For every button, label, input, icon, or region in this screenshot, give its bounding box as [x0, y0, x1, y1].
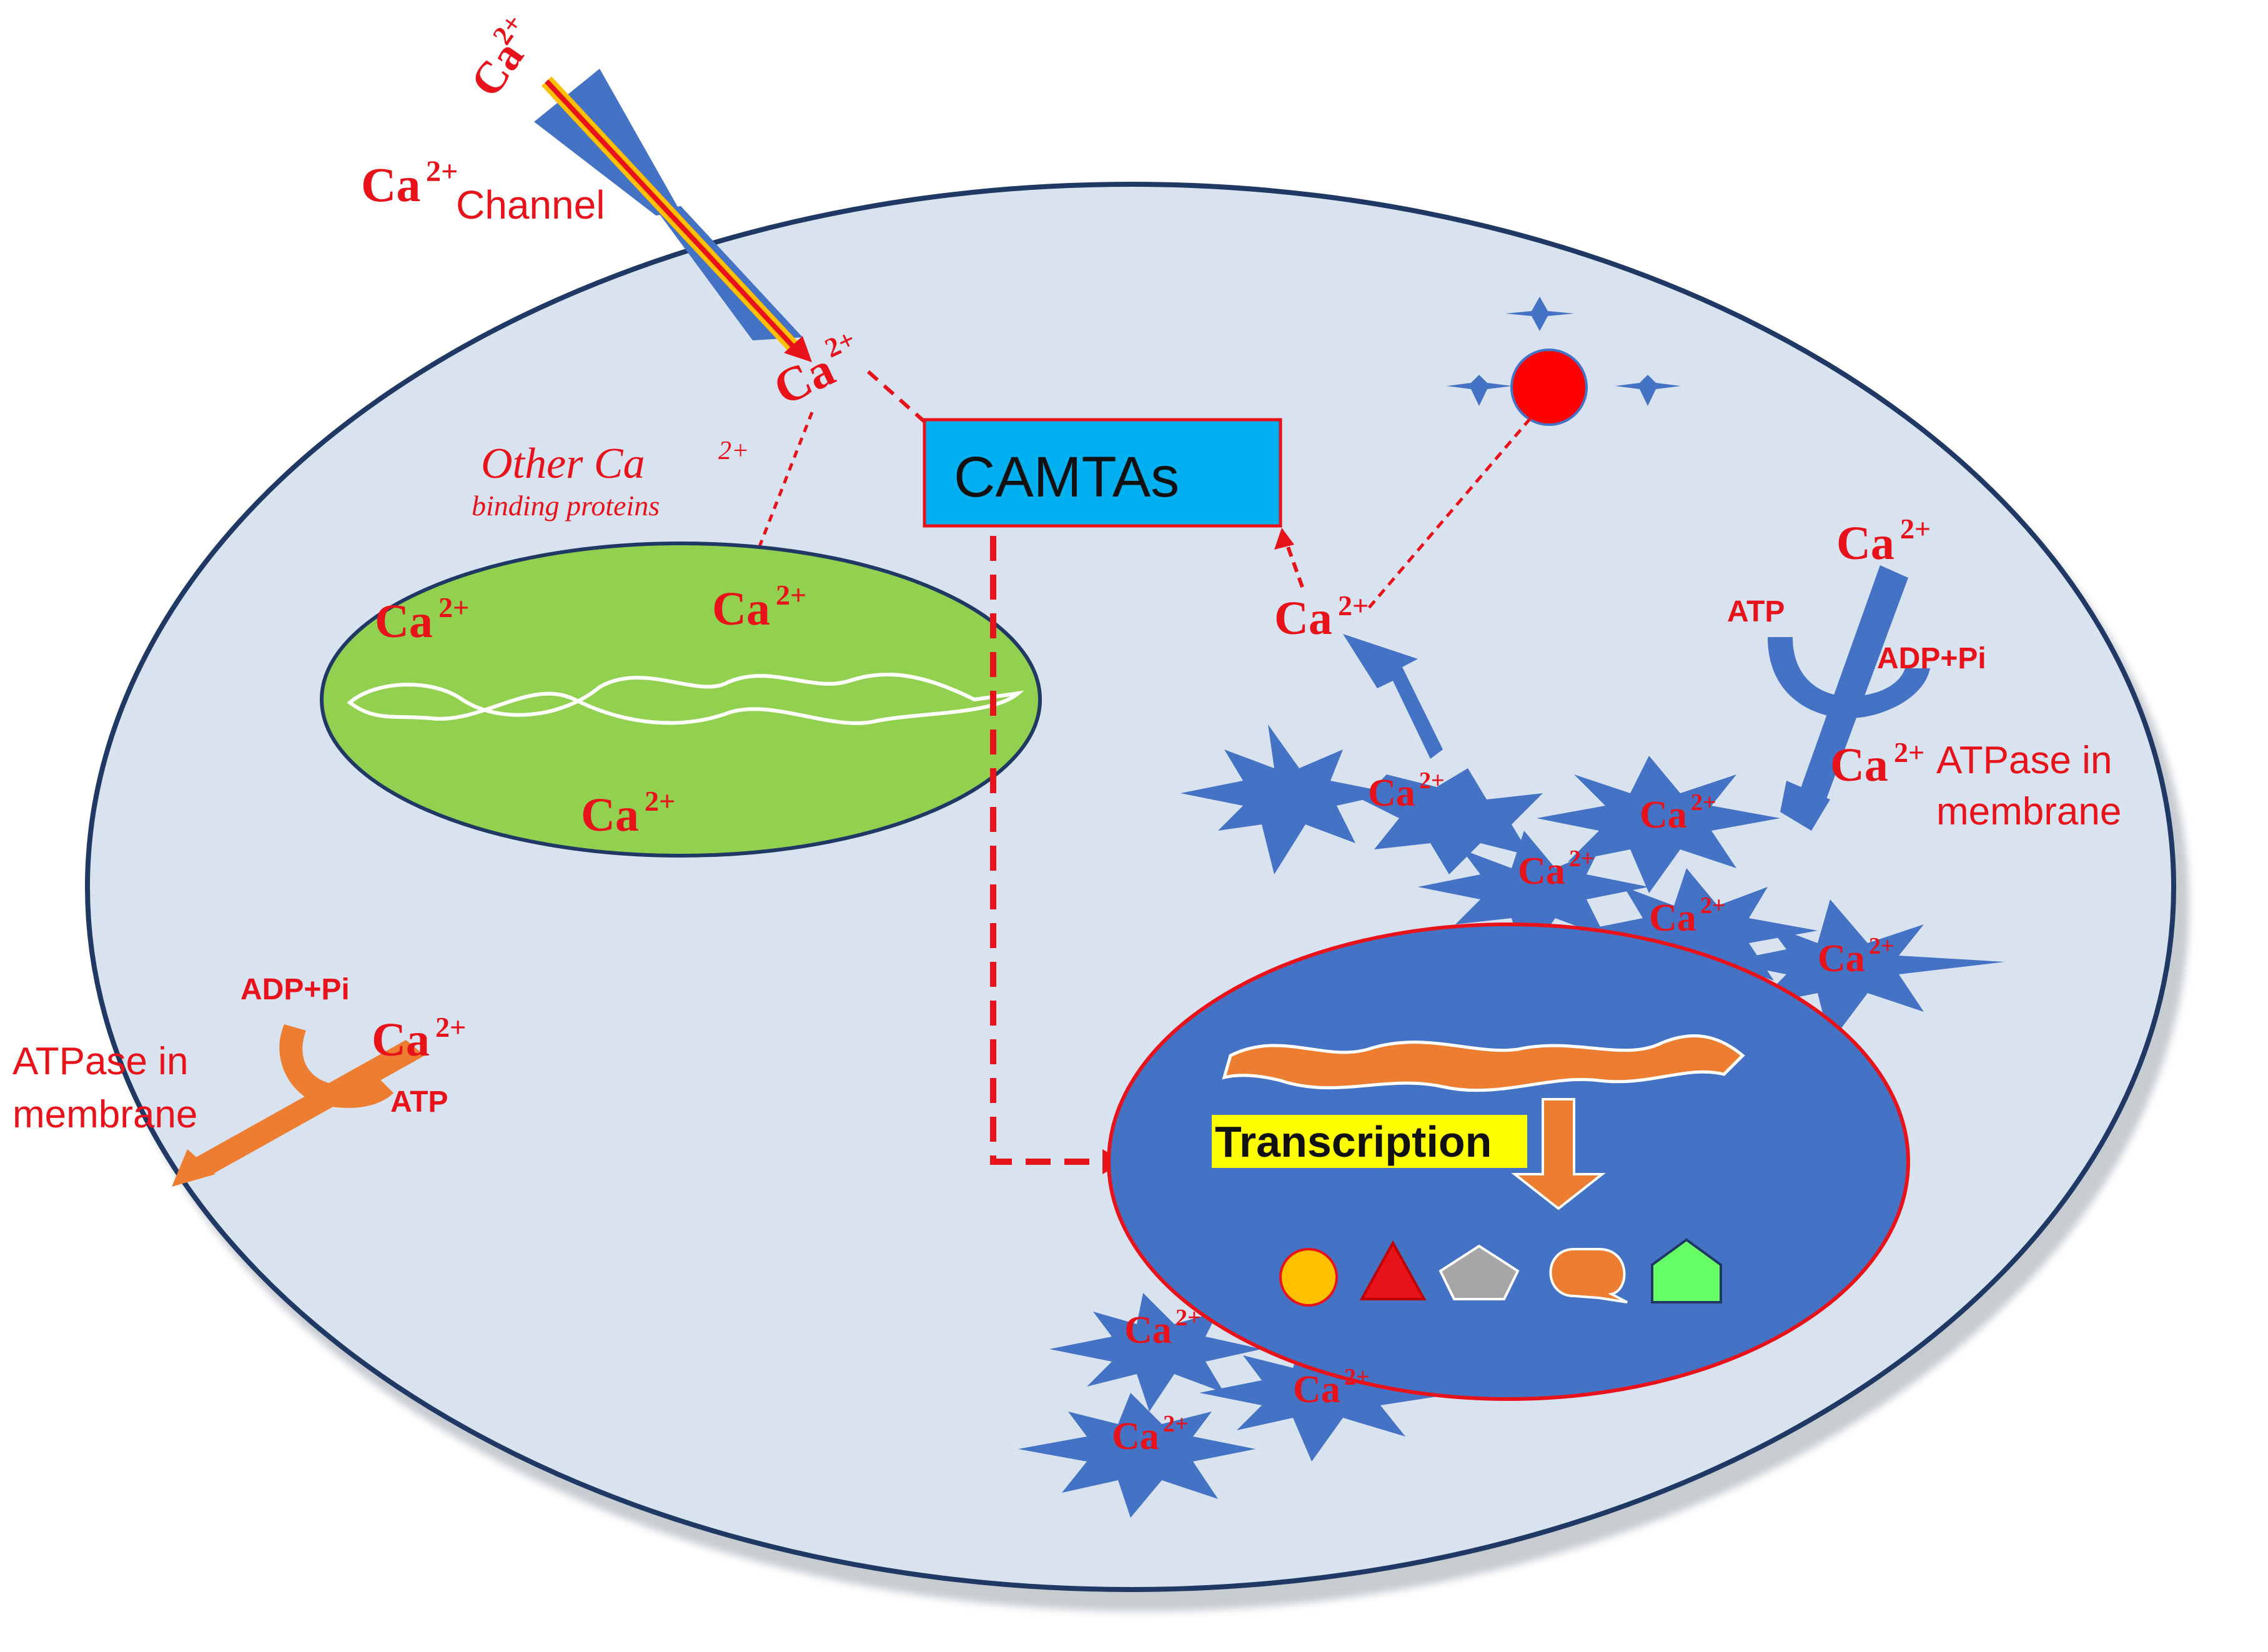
- svg-text:2+: 2+: [1691, 789, 1716, 816]
- product-circle: [1279, 1248, 1338, 1307]
- svg-text:Ca: Ca: [1112, 1415, 1159, 1458]
- product-pentagon: [1439, 1244, 1520, 1300]
- transcription-label: Transcription: [1215, 1117, 1492, 1166]
- product-house: [1651, 1238, 1722, 1303]
- svg-text:2+: 2+: [1869, 933, 1894, 959]
- release-arrow: [1343, 634, 1443, 759]
- atpase-left-adp: ADP+Pi: [240, 973, 350, 1006]
- nucleus-dna: [1222, 1034, 1745, 1092]
- dashed-link-to-binding: [754, 412, 814, 556]
- channel-label: Ca 2+ Channel: [361, 155, 605, 227]
- atpase-right-atp: ATP: [1727, 595, 1785, 628]
- atpase-left-label-1: ATPase in: [12, 1040, 188, 1083]
- svg-text:2+: 2+: [1894, 736, 1924, 768]
- released-ion-label: Ca 2+: [1274, 590, 1369, 645]
- svg-text:Ca: Ca: [1124, 1309, 1172, 1352]
- atpase-right-ion-top: Ca 2+: [1836, 513, 1931, 570]
- transcription-arrow: [1511, 1098, 1606, 1210]
- svg-text:2+: 2+: [718, 437, 749, 465]
- svg-text:2+: 2+: [1569, 846, 1595, 872]
- organelle-ion-2: Ca 2+: [712, 579, 806, 635]
- svg-text:membrane: membrane: [1936, 790, 2121, 833]
- svg-text:Ca: Ca: [712, 583, 770, 635]
- atpase-left-label-2: membrane: [12, 1093, 197, 1136]
- svg-text:Ca: Ca: [1293, 1368, 1340, 1411]
- arrowhead-to-camtas: [1274, 528, 1294, 550]
- svg-text:2+: 2+: [1700, 893, 1726, 919]
- svg-text:Channel: Channel: [456, 182, 605, 227]
- cell-body: [85, 182, 2176, 1592]
- calcium-store-cluster: [1018, 725, 2005, 1518]
- svg-text:Ca: Ca: [1274, 592, 1332, 645]
- atpase-left-ion: Ca 2+: [372, 1011, 466, 1066]
- svg-text:Ca: Ca: [1818, 937, 1865, 980]
- organelle-ion-3: Ca 2+: [581, 785, 675, 841]
- svg-text:binding proteins: binding proteins: [472, 490, 660, 522]
- atpase-right-label: Ca 2+ ATPase in membrane: [1830, 736, 2121, 833]
- camtas-label: CAMTAs: [954, 445, 1179, 509]
- calcium-channel: [534, 69, 812, 362]
- product-triangle: [1359, 1240, 1427, 1300]
- svg-text:2+: 2+: [435, 1011, 466, 1043]
- svg-text:2+: 2+: [645, 785, 675, 817]
- atpase-right: [1768, 565, 1930, 831]
- svg-text:Ca: Ca: [1368, 772, 1415, 814]
- svg-text:Ca: Ca: [372, 1014, 430, 1066]
- camtas-box: [923, 418, 1282, 528]
- atpase-left: [172, 1024, 425, 1187]
- dashed-camtas-to-nucleus: [990, 536, 1112, 1165]
- svg-text:2+: 2+: [776, 579, 806, 611]
- signal-sparkle-ion: [1447, 297, 1681, 426]
- dashed-ion-to-camtas: [1285, 542, 1304, 588]
- svg-text:2+: 2+: [438, 591, 469, 623]
- svg-text:ATPase in: ATPase in: [1936, 739, 2112, 782]
- ion-label-outside: Ca 2+: [461, 9, 533, 106]
- organelle: [320, 542, 1042, 858]
- svg-text:2+: 2+: [1338, 590, 1369, 621]
- atpase-left-atp: ATP: [390, 1086, 448, 1119]
- svg-text:Ca: Ca: [1649, 897, 1696, 939]
- svg-text:Ca: Ca: [1830, 739, 1888, 791]
- svg-text:Ca: Ca: [375, 595, 433, 648]
- other-binding-proteins-label: Other Ca 2+ binding proteins: [472, 437, 749, 522]
- dashed-sparkle-to-ion: [1367, 417, 1532, 610]
- svg-text:2+: 2+: [1344, 1364, 1370, 1390]
- svg-text:2+: 2+: [1176, 1305, 1201, 1331]
- svg-text:Other Ca: Other Ca: [481, 440, 645, 488]
- svg-text:Ca: Ca: [1518, 850, 1565, 893]
- svg-text:2+: 2+: [1419, 768, 1445, 794]
- svg-text:2+: 2+: [1900, 513, 1931, 545]
- atpase-right-adp: ADP+Pi: [1877, 642, 1986, 675]
- organelle-ion-1: Ca 2+: [375, 591, 469, 648]
- svg-text:Ca: Ca: [581, 789, 639, 841]
- transcription-highlight: [1212, 1115, 1527, 1168]
- svg-text:Ca: Ca: [1836, 517, 1894, 570]
- svg-text:2+: 2+: [426, 155, 458, 188]
- product-speech-bubble: [1549, 1248, 1628, 1303]
- svg-text:Ca: Ca: [361, 157, 420, 212]
- svg-text:Ca: Ca: [461, 32, 533, 106]
- svg-text:Ca: Ca: [1640, 794, 1687, 836]
- svg-text:2+: 2+: [1163, 1411, 1189, 1437]
